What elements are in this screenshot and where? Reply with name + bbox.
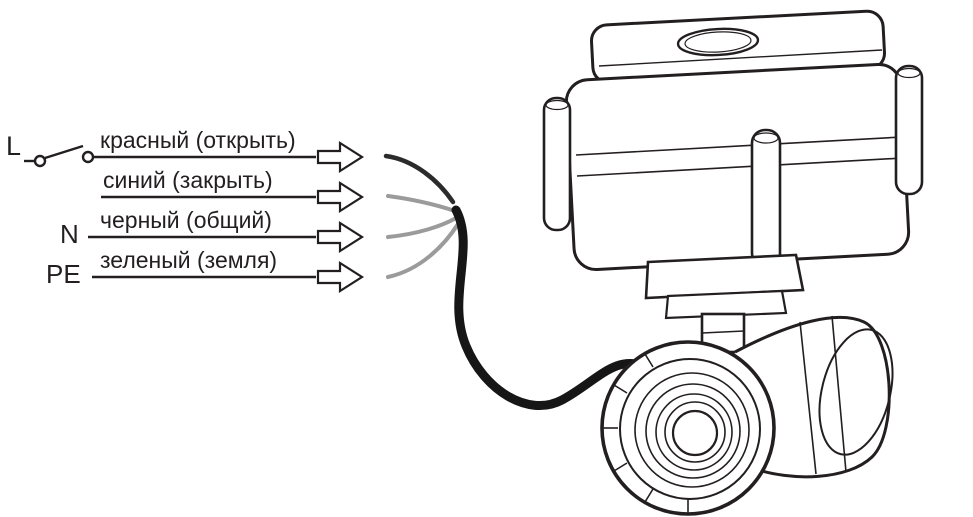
actuator-body [564,62,911,271]
terminal-label-earth: PE [46,259,81,289]
cable [451,205,653,410]
actuator-posts [542,64,924,268]
valve-illustration [542,9,924,516]
valve-nut [600,340,776,516]
flow-arrow-icon [316,180,365,214]
flow-arrows [316,140,365,294]
wire-stub-blue [386,194,457,213]
wire-label-red: красный (открыть) [100,127,296,153]
wire-label-black: черный (общий) [100,207,272,233]
terminal-label-line: L [6,131,22,161]
wire-lines [88,155,316,279]
wire-stubs [383,153,460,279]
wire-label-blue: синий (закрыть) [103,167,273,193]
flow-arrow-icon [316,260,365,294]
wire-stub-red [383,153,456,205]
flow-arrow-icon [316,140,365,174]
switch-icon [24,144,95,168]
flow-arrow-icon [316,220,365,254]
wire-stub-black [386,216,458,239]
wire-label-green: зеленый (земля) [100,247,278,273]
actuator-lid [589,9,887,85]
wire-stub-green [386,222,460,279]
terminal-label-neutral: N [60,219,79,249]
valve-bracket [644,253,805,354]
